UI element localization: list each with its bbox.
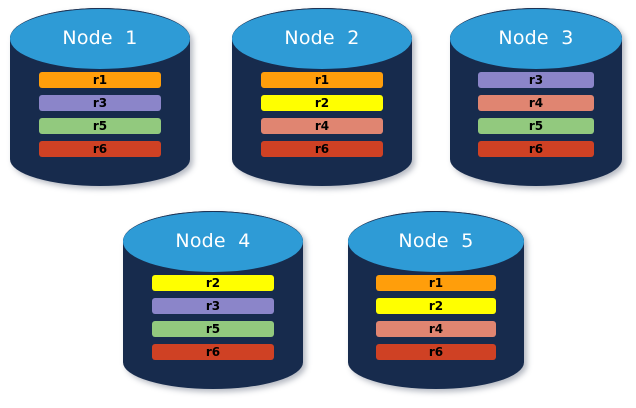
replica-bar[interactable]: r6 — [477, 141, 595, 158]
cylinder-top-ellipse — [123, 211, 303, 272]
replica-bar[interactable]: r5 — [151, 321, 275, 338]
replica-bar[interactable]: r3 — [477, 72, 595, 89]
replica-bar[interactable]: r2 — [151, 275, 275, 292]
cylinder-top-ellipse — [10, 8, 190, 69]
replica-bar[interactable]: r2 — [260, 95, 384, 112]
replica-bar[interactable]: r4 — [477, 95, 595, 112]
cylinder-top-ellipse — [232, 8, 412, 69]
replica-bar[interactable]: r2 — [376, 298, 496, 315]
cylinder-top-ellipse — [450, 8, 622, 69]
cylinder-top-ellipse — [348, 211, 524, 272]
replica-stack: r2 r3 r5 r6 — [151, 275, 275, 361]
replica-stack: r1 r3 r5 r6 — [38, 72, 162, 158]
replica-bar[interactable]: r6 — [260, 141, 384, 158]
replica-bar[interactable]: r1 — [260, 72, 384, 89]
replica-bar[interactable]: r6 — [38, 141, 162, 158]
replica-bar[interactable]: r5 — [38, 118, 162, 135]
replica-bar[interactable]: r4 — [260, 118, 384, 135]
replica-stack: r3 r4 r5 r6 — [477, 72, 595, 158]
replica-bar[interactable]: r4 — [376, 321, 496, 338]
replica-bar[interactable]: r1 — [376, 275, 496, 292]
replica-bar[interactable]: r6 — [151, 344, 275, 361]
replica-bar[interactable]: r3 — [38, 95, 162, 112]
replica-bar[interactable]: r6 — [376, 344, 496, 361]
replica-bar[interactable]: r1 — [38, 72, 162, 89]
replica-stack: r1 r2 r4 r6 — [260, 72, 384, 158]
replica-stack: r1 r2 r4 r6 — [376, 275, 496, 361]
replica-bar[interactable]: r5 — [477, 118, 595, 135]
replica-bar[interactable]: r3 — [151, 298, 275, 315]
